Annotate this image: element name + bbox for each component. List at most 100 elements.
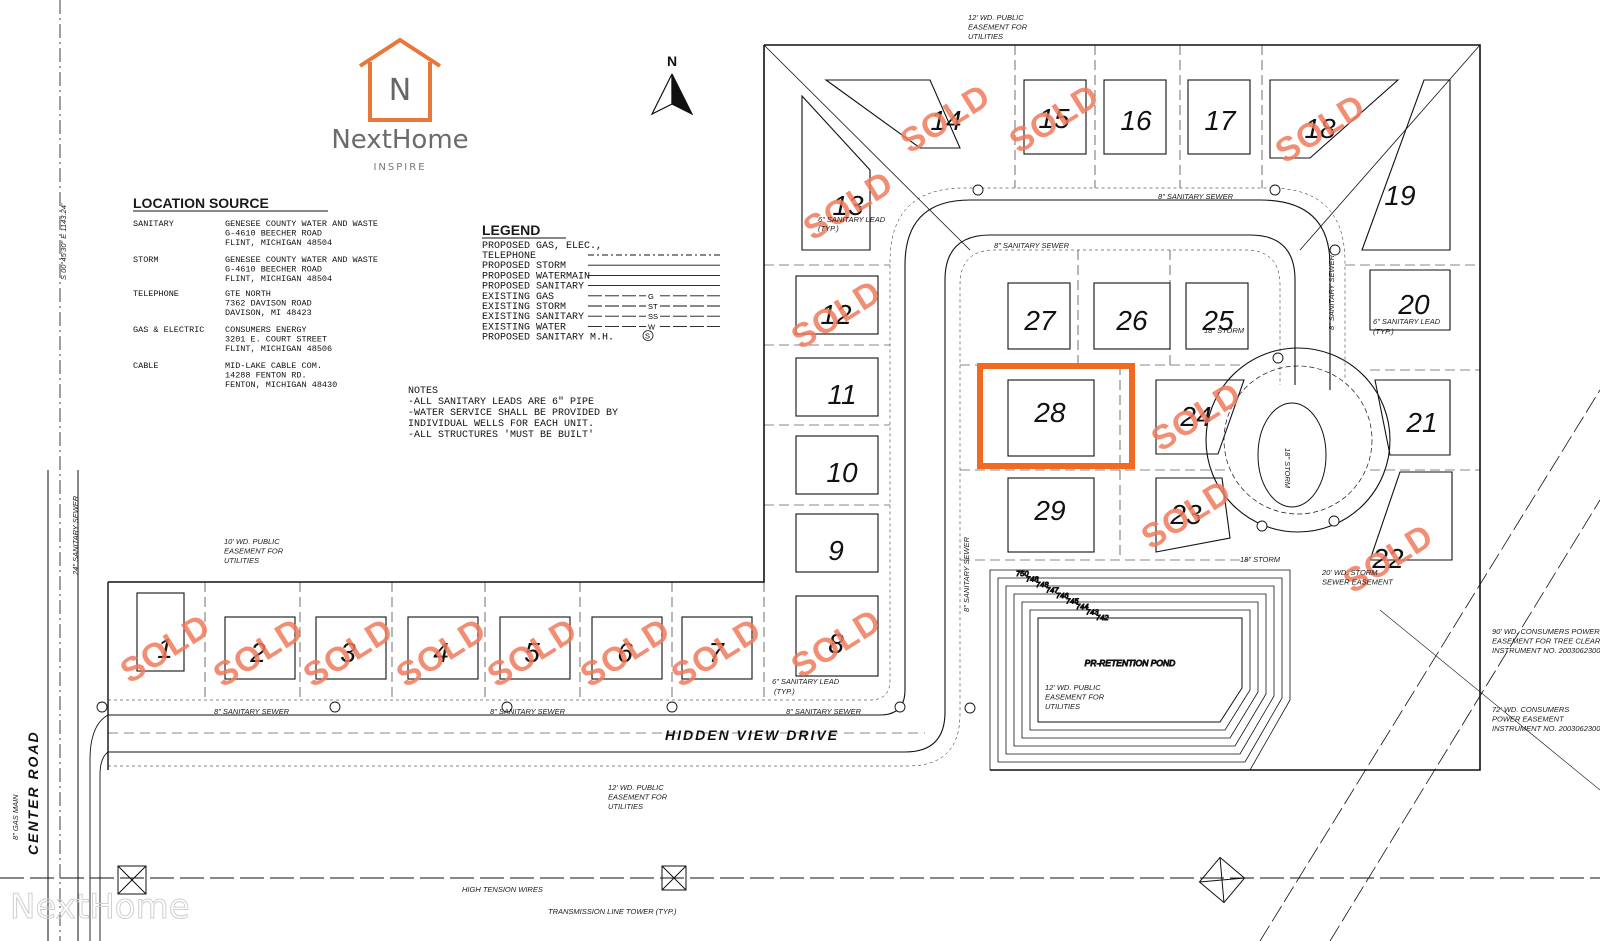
lot-footprint	[1361, 79, 1451, 251]
lot-footprint	[1155, 477, 1231, 553]
lot-28[interactable]: 28	[1007, 379, 1095, 457]
lot-number: 19	[1384, 180, 1415, 211]
lot-number: 24	[1179, 401, 1211, 432]
location-source-line: MID-LAKE CABLE COM.	[225, 361, 322, 371]
location-source-key: CABLE	[133, 361, 159, 371]
contour-label: 745	[1066, 597, 1079, 606]
legend-item-label: PROPOSED SANITARY M.H.	[482, 333, 614, 344]
sanitary-lead-label: 6" SANITARY LEAD	[818, 215, 886, 224]
sanitary-manholes	[96, 184, 1341, 714]
sanitary-sewer-label: 8" SANITARY SEWER	[786, 707, 862, 716]
lot-footprint	[1369, 269, 1451, 331]
legend-item-label: PROPOSED GAS, ELEC.,	[482, 241, 602, 252]
lot-11[interactable]: 11	[795, 357, 879, 417]
lot-footprint	[1155, 379, 1245, 455]
lot-footprint	[1093, 282, 1171, 350]
sold-stamp: SOLD	[1135, 473, 1239, 557]
lot-17[interactable]: 17	[1187, 79, 1251, 155]
lot-26[interactable]: 26	[1093, 282, 1171, 350]
lot-19[interactable]: 19	[1361, 79, 1451, 251]
lot-27[interactable]: 27	[1007, 282, 1071, 350]
lot-9[interactable]: 9	[795, 513, 879, 573]
lot-number: 15	[1038, 103, 1070, 134]
lot-16[interactable]: 16	[1103, 79, 1167, 155]
lot-footprint	[1007, 379, 1095, 457]
typ-label: (TYP.)	[774, 687, 795, 696]
annotation-line: 72' WD. CONSUMERS	[1492, 705, 1569, 714]
location-source-key: TELEPHONE	[133, 289, 179, 299]
lot-number: 3	[340, 637, 356, 668]
lot-number: 26	[1115, 305, 1148, 336]
notes-block: NOTES -ALL SANITARY LEADS ARE 6" PIPE-WA…	[408, 386, 618, 441]
lot-20[interactable]: 20	[1369, 269, 1451, 331]
lot-footprint	[1007, 477, 1095, 553]
manhole-icon	[1329, 244, 1341, 256]
logo-roof-icon	[358, 37, 442, 68]
annotation-line: EASEMENT FOR	[224, 547, 284, 556]
tower-icon	[661, 865, 687, 891]
lot-10[interactable]: 10	[795, 435, 879, 495]
annotation-line: EASEMENT FOR	[1045, 693, 1105, 702]
sanitary-sewer-label: 8" SANITARY SEWER	[994, 241, 1070, 250]
location-source-line: 3201 E. COURT STREET	[225, 335, 327, 345]
lot-footprint	[795, 275, 879, 335]
annotation-line: POWER EASEMENT	[1492, 715, 1565, 724]
annotation-line: INSTRUMENT NO. 20030623008	[1492, 646, 1600, 655]
contour-label: 748	[1026, 575, 1039, 584]
location-source-title: LOCATION SOURCE	[133, 195, 269, 211]
manhole-icon	[501, 701, 513, 713]
annotations: HIDDEN VIEW DRIVE CENTER ROAD S 00°45'30…	[11, 13, 1600, 916]
tower-label: TRANSMISSION LINE TOWER (TYP.)	[548, 907, 677, 916]
lot-25[interactable]: 25	[1185, 282, 1249, 350]
lot-footprint	[1103, 79, 1167, 155]
legend-item-label: EXISTING WATER	[482, 322, 566, 333]
lot-number: 29	[1033, 495, 1065, 526]
annotation-line: INSTRUMENT NO. 20030623008	[1492, 724, 1600, 733]
lot-29[interactable]: 29	[1007, 477, 1095, 553]
contour-label: 743	[1086, 608, 1099, 617]
annotation-line: SEWER EASEMENT	[1322, 578, 1394, 587]
bearing-label: S 00°45'30" E 1143.24'	[59, 203, 68, 280]
sanitary-sewer-label: 8" SANITARY SEWER	[490, 707, 566, 716]
hidden-view-drive-label: HIDDEN VIEW DRIVE	[665, 727, 839, 743]
location-source-key: SANITARY	[133, 219, 174, 229]
lot-number: 10	[826, 457, 858, 488]
legend-item-code: W	[648, 322, 656, 331]
typ-label: (TYP.)	[818, 224, 839, 233]
nexthome-logo: N NextHome INSPIRE	[331, 37, 469, 173]
sold-stamp: SOLD	[297, 611, 401, 695]
lot-21[interactable]: 21	[1374, 379, 1451, 456]
retention-pond: PR-RETENTION POND 7507487487477467457447…	[989, 569, 1291, 771]
property-boundary	[47, 0, 1481, 941]
annotation-line: EASEMENT FOR	[608, 793, 668, 802]
lot-number: 2	[249, 637, 266, 668]
annotation-line: EASEMENT FOR TREE CLEARI	[1492, 637, 1600, 646]
north-arrow-icon	[650, 73, 673, 116]
logo-house-icon	[368, 62, 432, 122]
lot-number: 17	[1204, 105, 1237, 136]
typ-label: (TYP.)	[1373, 327, 1394, 336]
logo-letter: N	[389, 73, 411, 108]
notes-line: -ALL SANITARY LEADS ARE 6" PIPE	[408, 396, 594, 408]
annotation-line: 12' WD. PUBLIC	[608, 783, 664, 792]
annotation-line: 20' WD. STORM	[1321, 568, 1378, 577]
